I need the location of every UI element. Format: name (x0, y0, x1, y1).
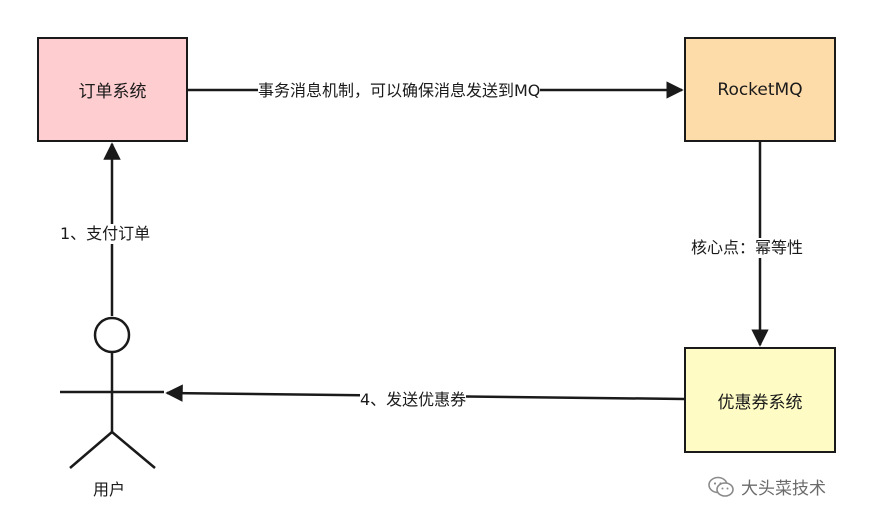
rocketmq-node: RocketMQ (684, 37, 836, 142)
wechat-icon (708, 476, 734, 497)
rocketmq-label: RocketMQ (717, 79, 803, 100)
watermark-text: 大头菜技术 (741, 479, 826, 499)
order-system-node: 订单系统 (37, 37, 188, 142)
transaction-msg-label: 事务消息机制，可以确保消息发送到MQ (258, 81, 541, 101)
coupon-system-label: 优惠券系统 (717, 392, 803, 413)
user-actor-label: 用户 (93, 480, 126, 500)
idempotency-label: 核心点：幂等性 (691, 238, 804, 258)
watermark: 大头菜技术 (707, 474, 826, 499)
send-coupon-label: 4、发送优惠券 (360, 390, 467, 410)
coupon-system-node: 优惠券系统 (684, 347, 836, 453)
order-system-label: 订单系统 (78, 82, 147, 102)
pay-order-label: 1、支付订单 (60, 224, 151, 244)
user-actor-figure (60, 316, 164, 469)
